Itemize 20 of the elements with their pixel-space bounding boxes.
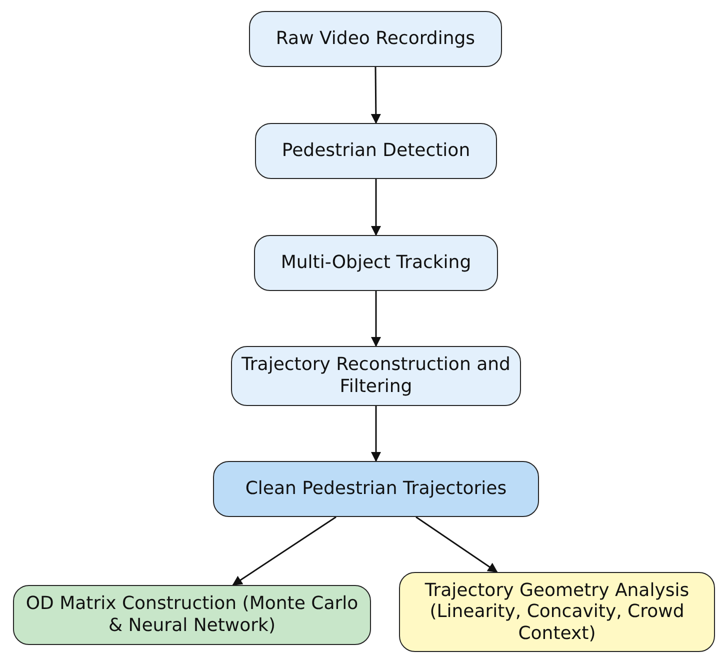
arrow [370,67,381,124]
process-box [213,461,539,517]
arrow [371,291,381,347]
process-box [254,235,498,291]
arrow [416,516,498,573]
process-box [249,11,502,67]
node-label: Trajectory Geometry Analysis (Linearity, Concavity, Crowd Context) [424,580,690,644]
node-label: Pedestrian Detection [282,140,470,162]
process-box [399,572,715,652]
arrow [371,179,381,236]
node-label: Raw Video Recordings [276,28,476,50]
node-label: Multi-Object Tracking [280,252,472,274]
node-label: Clean Pedestrian Trajectories [245,478,507,500]
node-label: Trajectory Reconstruction and Filtering [240,354,512,398]
arrow [232,516,336,586]
node-label: OD Matrix Construction (Monte Carlo & Neural Network) [24,593,360,637]
process-box [255,123,497,179]
process-box [13,585,371,645]
process-box [231,346,521,406]
arrow [371,406,381,462]
